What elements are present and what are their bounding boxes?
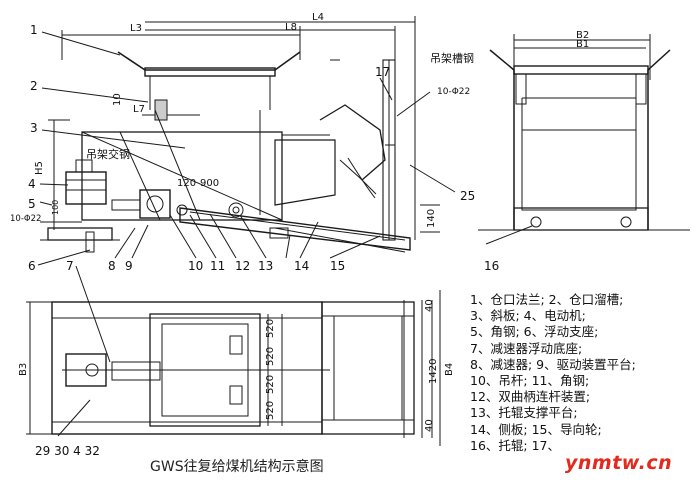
note-hanger-brace: 吊架交钢 [86, 147, 130, 161]
dim-10: 10 [112, 93, 123, 106]
watermark: ynmtw.cn [565, 452, 673, 474]
dim-520-d: 520 [265, 401, 276, 420]
dim-40-top: 40 [424, 299, 435, 312]
dim-900: 900 [200, 178, 219, 189]
legend-row: 8、减速器; 9、驱动装置平台; [470, 356, 636, 372]
dim-100: 100 [51, 200, 60, 215]
dim-l3: L3 [130, 23, 142, 34]
callout-17: 17 [375, 65, 390, 79]
callout-4: 4 [28, 177, 36, 191]
dim-l8: L8 [285, 22, 297, 33]
dim-120: 120 [177, 178, 196, 189]
callout-9: 9 [125, 259, 133, 273]
legend-row: 3、斜板; 4、电动机; [470, 308, 586, 324]
dim-b3: B3 [18, 363, 29, 376]
legend-row: 7、减速器浮动底座; [470, 340, 583, 356]
dim-10-phi22-right: 10-Φ22 [437, 87, 470, 97]
callout-8: 8 [108, 259, 116, 273]
note-hanger-channel: 吊架槽钢 [430, 52, 474, 65]
dim-l4: L4 [312, 12, 324, 23]
dim-520-b: 520 [265, 347, 276, 366]
callout-15: 15 [330, 259, 345, 273]
dim-140: 140 [426, 209, 437, 228]
legend-row: 5、角钢; 6、浮动支座; [470, 324, 599, 340]
callout-14: 14 [294, 259, 309, 273]
dim-b1: B1 [576, 39, 589, 50]
legend-row: 16、托辊; 17、 [470, 437, 560, 453]
legend-row: 1、仓口法兰; 2、仓口溜槽; [470, 292, 624, 307]
callout-3: 3 [30, 121, 38, 135]
side-view [37, 16, 456, 266]
callout-13: 13 [258, 259, 273, 273]
callout-1: 1 [30, 23, 38, 37]
legend-row: 10、吊杆; 11、角钢; [470, 373, 590, 389]
dim-b2: B2 [576, 30, 589, 41]
callout-2: 2 [30, 79, 38, 93]
diagram-caption: GWS往复给煤机结构示意图 [150, 459, 324, 475]
legend-row: 14、侧板; 15、导向轮; [470, 421, 602, 437]
callout-12: 12 [235, 259, 250, 273]
callout-16: 16 [484, 259, 499, 273]
dim-1420: 1420 [428, 359, 439, 384]
dim-520-a: 520 [265, 319, 276, 338]
dim-40-bottom: 40 [424, 419, 435, 432]
dim-b4: B4 [444, 363, 455, 376]
callout-6: 6 [28, 259, 36, 273]
callout-7: 7 [66, 259, 74, 273]
dim-l7: L7 [133, 104, 145, 115]
callout-11: 11 [210, 259, 225, 273]
dim-10-phi22-left: 10-Φ22 [10, 214, 41, 224]
dim-520-c: 520 [265, 375, 276, 394]
plan-view [26, 265, 441, 446]
callout-29-30-4-32: 29 30 4 32 [35, 444, 100, 458]
dim-h5: H5 [34, 161, 45, 175]
parts-legend: 1、仓口法兰; 2、仓口溜槽; 3、斜板; 4、电动机; 5、角钢; 6、浮动支… [470, 292, 698, 454]
legend-row: 13、托辊支撑平台; [470, 405, 578, 421]
legend-row: 12、双曲柄连杆装置; [470, 389, 591, 405]
callout-5: 5 [28, 197, 36, 211]
callout-25: 25 [460, 189, 475, 203]
end-view [478, 34, 690, 245]
callout-10: 10 [188, 259, 203, 273]
